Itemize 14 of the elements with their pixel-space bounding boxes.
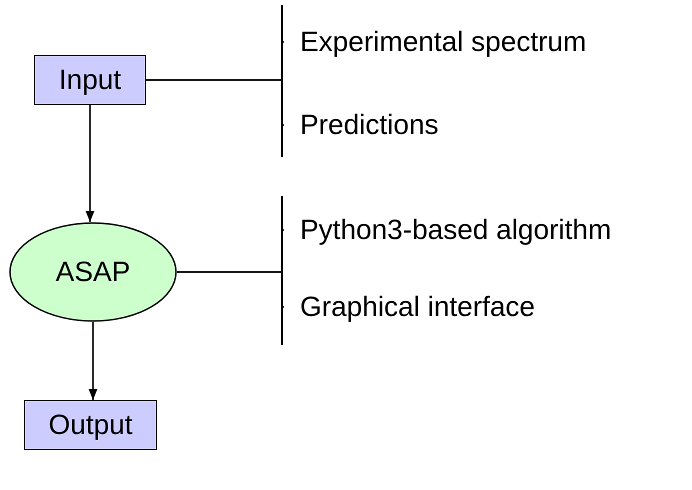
arrow bbox=[88, 322, 98, 400]
list-item: Python3-based algorithm bbox=[300, 214, 612, 246]
process-box bbox=[24, 400, 157, 450]
connector-line bbox=[177, 271, 284, 308]
process-ellipse bbox=[9, 222, 177, 322]
connector-line bbox=[146, 79, 284, 126]
node-label: ASAP bbox=[56, 256, 130, 288]
node-label: Input bbox=[58, 64, 122, 96]
node-label: Output bbox=[48, 409, 133, 441]
list-item: Graphical interface bbox=[300, 291, 536, 323]
list-item: Predictions bbox=[300, 109, 439, 141]
arrow bbox=[86, 105, 94, 222]
process-box bbox=[34, 55, 146, 105]
list-item: Experimental spectrum bbox=[300, 26, 586, 58]
